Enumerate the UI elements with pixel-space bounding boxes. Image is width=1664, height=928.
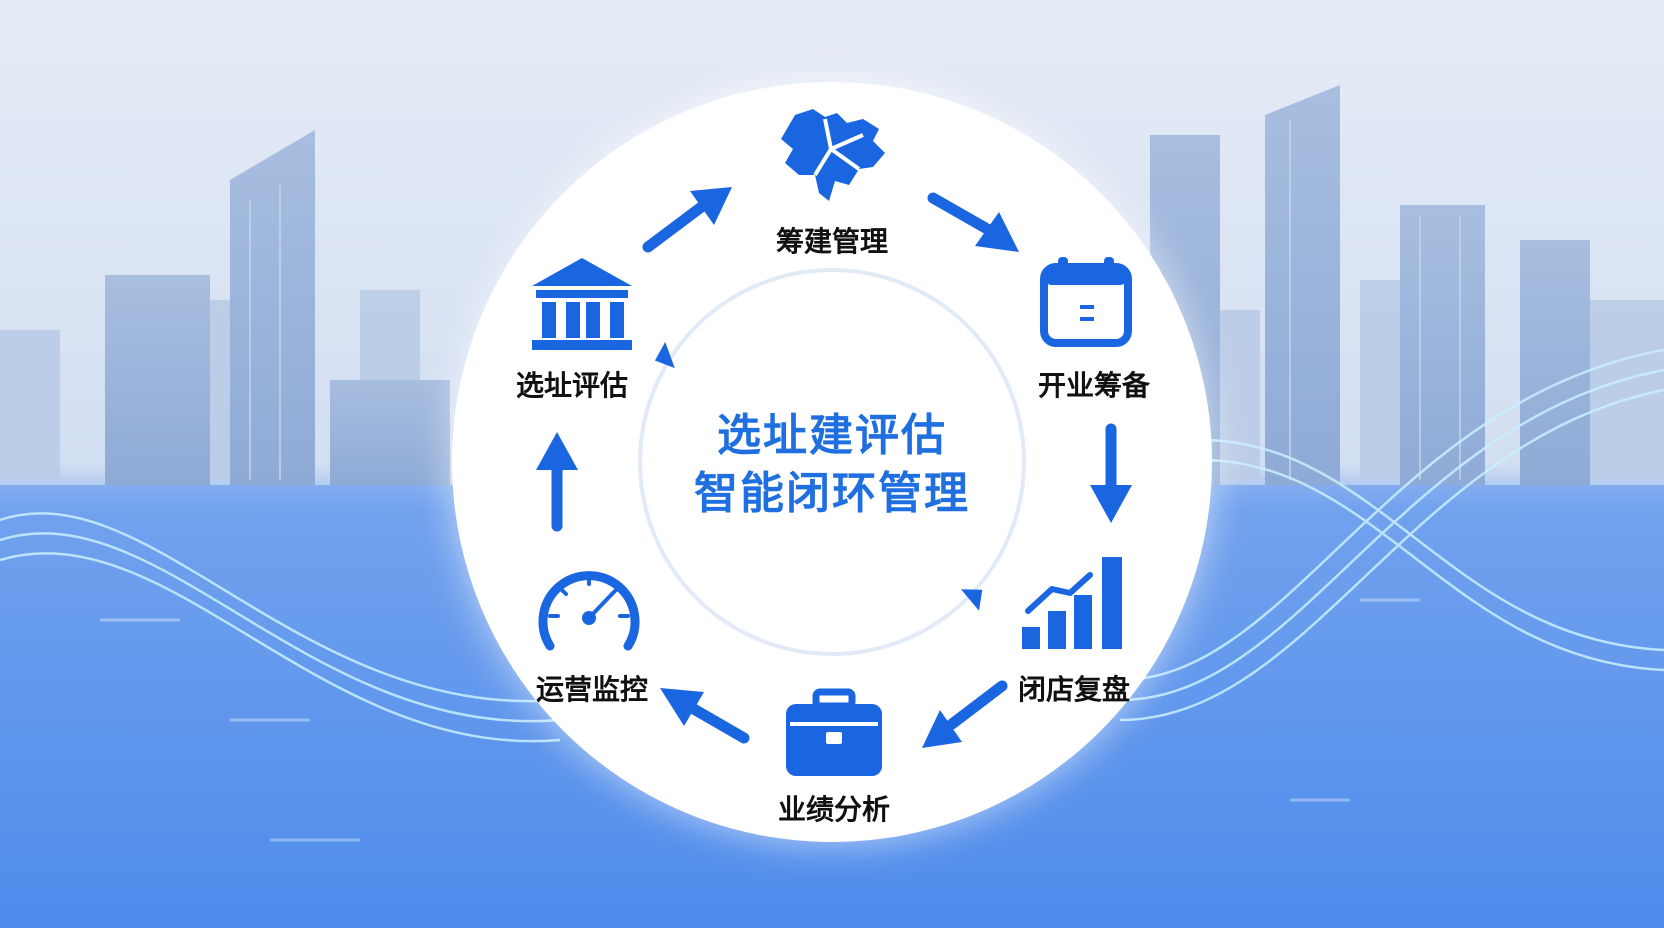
node-label-yun-ying: 运营监控	[535, 673, 649, 706]
center-title-line2: 智能闭环管理	[694, 468, 970, 519]
calendar-icon	[1040, 257, 1132, 347]
arrow-yunying-to-xuanzhi	[536, 432, 578, 532]
node-label-kai-ye: 开业筹备	[1037, 369, 1151, 402]
inner-ring	[638, 268, 1026, 656]
node-label-ye-ji: 业绩分析	[777, 793, 891, 826]
briefcase-icon	[786, 688, 882, 776]
bank-building-icon	[532, 258, 632, 350]
arrow-bidian-to-yeji	[922, 680, 1008, 748]
center-title-line1: 选址建评估	[717, 410, 947, 461]
inner-arrow-top-left	[654, 341, 675, 369]
map-icon	[781, 109, 885, 201]
arrow-kaiye-to-bidian	[1090, 423, 1132, 523]
speedometer-icon	[538, 571, 640, 651]
arrow-xuanzhi-to-choujian	[642, 187, 732, 253]
bar-chart-trend-icon	[1022, 557, 1122, 649]
node-label-xuan-zhi: 选址评估	[515, 369, 629, 402]
inner-arrow-bottom-right	[961, 589, 983, 611]
arrow-yeji-to-yunying	[660, 688, 750, 744]
node-label-bi-dian: 闭店复盘	[1017, 673, 1131, 706]
arrow-choujian-to-kaiye	[927, 192, 1019, 252]
node-label-chou-jian: 筹建管理	[775, 225, 889, 258]
